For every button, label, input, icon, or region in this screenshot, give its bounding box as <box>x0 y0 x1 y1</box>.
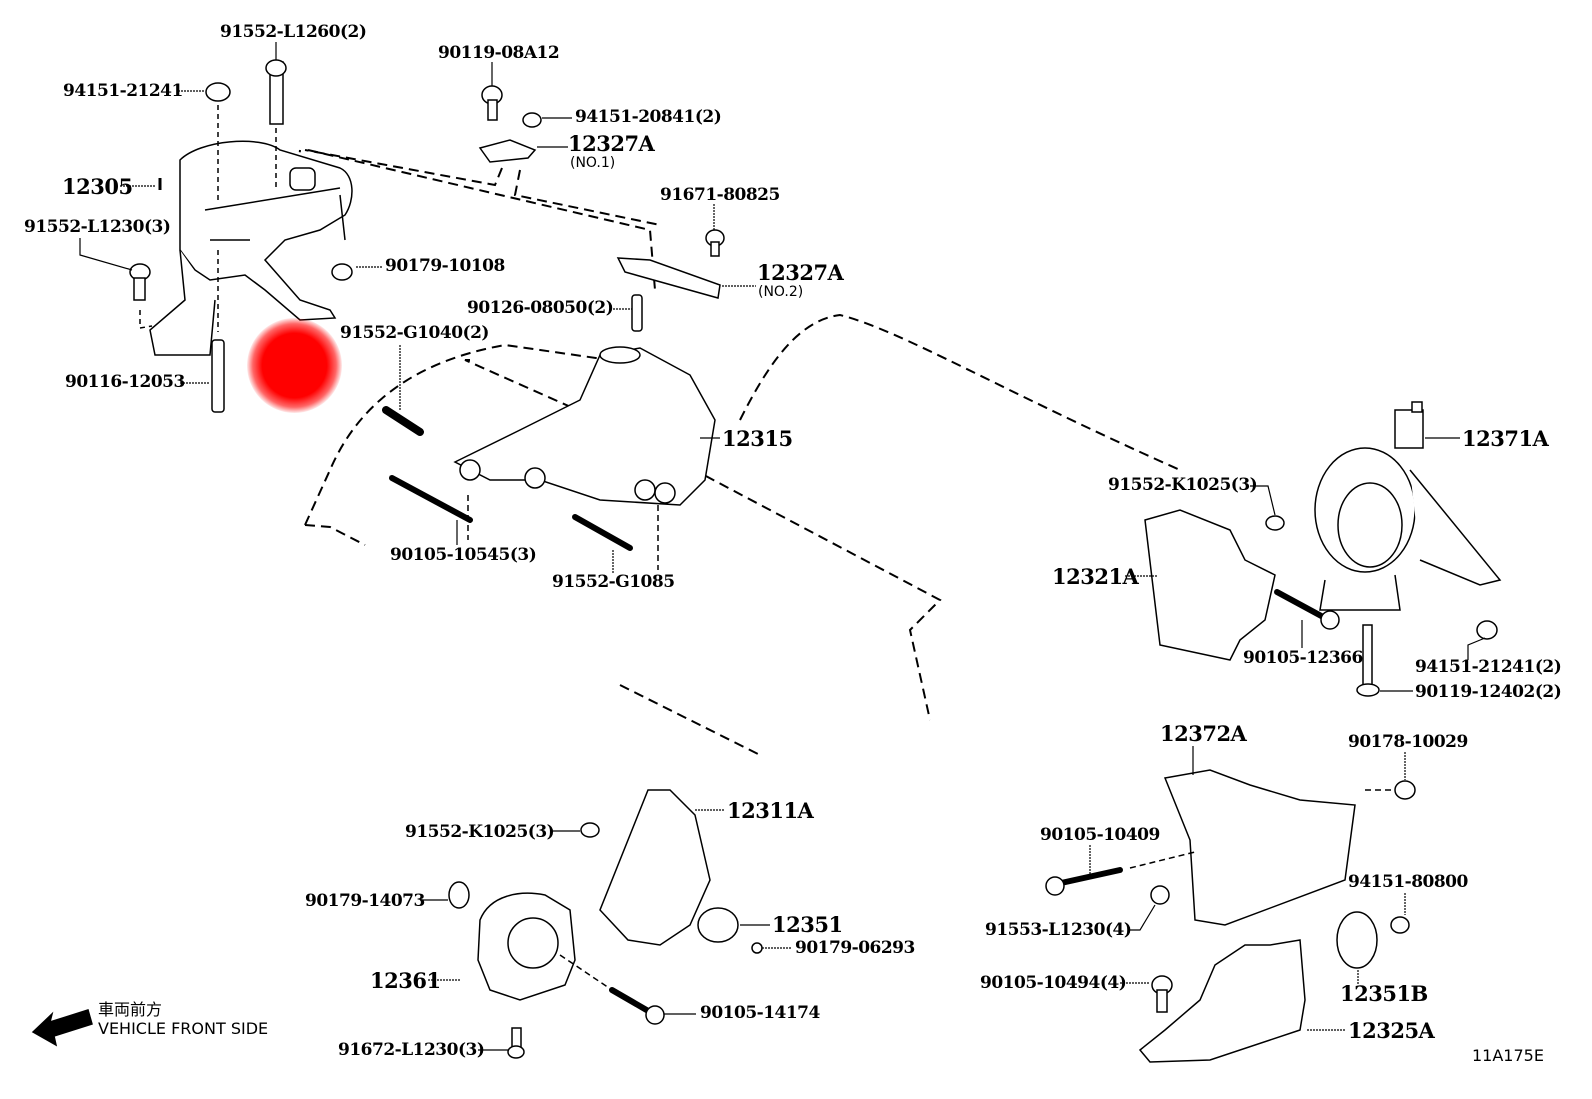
part-label-12305[interactable]: 12305 <box>62 174 133 199</box>
highlight-marker <box>247 318 342 413</box>
mount-12311A-12361 <box>448 789 763 1059</box>
engine-mount-12305 <box>149 140 353 356</box>
part-label-91552-G1040[interactable]: 91552-G1040(2) <box>340 323 489 343</box>
part-label-94151-21241[interactable]: 94151-21241 <box>63 81 183 101</box>
part-label-90179-10108[interactable]: 90179-10108 <box>385 256 505 276</box>
front-note-english: VEHICLE FRONT SIDE <box>98 1019 269 1039</box>
bolts-top-left <box>129 59 353 413</box>
part-label-90178-10029[interactable]: 90178-10029 <box>1348 732 1468 752</box>
mount-12371A-12321A <box>1144 401 1502 697</box>
part-label-90179-14073[interactable]: 90179-14073 <box>305 891 425 911</box>
left-arrow-icon <box>31 1009 93 1047</box>
part-label-90119-12402[interactable]: 90119-12402(2) <box>1415 682 1562 702</box>
part-label-12351[interactable]: 12351 <box>772 912 843 937</box>
vehicle-front-note: 車両前方 VEHICLE FRONT SIDE <box>98 1000 268 1038</box>
part-label-94151-21241-2[interactable]: 94151-21241(2) <box>1415 657 1562 677</box>
part-label-12372A[interactable]: 12372A <box>1160 721 1247 746</box>
part-label-90119-08A12[interactable]: 90119-08A12 <box>438 43 560 63</box>
engine-outline <box>294 149 1181 756</box>
part-label-91553-L1230[interactable]: 91553-L1230(4) <box>985 920 1132 940</box>
part-label-90105-10409[interactable]: 90105-10409 <box>1040 825 1160 845</box>
part-label-91552-G1085[interactable]: 91552-G1085 <box>552 572 675 592</box>
part-label-12371A[interactable]: 12371A <box>1462 426 1549 451</box>
part-label-12361[interactable]: 12361 <box>370 968 441 993</box>
leader-lines <box>79 42 1486 1051</box>
front-note-japanese: 車両前方 <box>98 1000 163 1019</box>
part-sublabel-no2: (NO.2) <box>758 284 804 300</box>
part-label-12321A[interactable]: 12321A <box>1052 564 1139 589</box>
part-label-90105-12366[interactable]: 90105-12366 <box>1243 648 1363 668</box>
part-label-12315[interactable]: 12315 <box>722 426 793 451</box>
bracket-12315 <box>382 346 716 570</box>
part-label-91671-80825[interactable]: 91671-80825 <box>660 185 780 205</box>
part-label-12327A-no1[interactable]: 12327A <box>568 131 655 156</box>
part-label-91552-L1230[interactable]: 91552-L1230(3) <box>24 217 171 237</box>
part-label-90105-10494[interactable]: 90105-10494(4) <box>980 973 1127 993</box>
part-label-12325A[interactable]: 12325A <box>1348 1018 1435 1043</box>
part-label-90105-14174[interactable]: 90105-14174 <box>700 1003 820 1023</box>
part-label-94151-20841[interactable]: 94151-20841(2) <box>575 107 722 127</box>
mount-12372A-12325A <box>1045 769 1416 1063</box>
diagram-code: 11A175E <box>1472 1046 1544 1065</box>
part-label-90105-10545[interactable]: 90105-10545(3) <box>390 545 537 565</box>
part-label-90116-12053[interactable]: 90116-12053 <box>65 372 185 392</box>
part-label-12351B[interactable]: 12351B <box>1340 981 1428 1006</box>
part-label-90179-06293[interactable]: 90179-06293 <box>795 938 915 958</box>
part-label-91672-L1230[interactable]: 91672-L1230(3) <box>338 1040 485 1060</box>
part-label-91552-K1025-right[interactable]: 91552-K1025(3) <box>1108 475 1258 495</box>
part-label-12327A-no2[interactable]: 12327A <box>757 260 844 285</box>
part-label-91552-L1260[interactable]: 91552-L1260(2) <box>220 22 367 42</box>
part-sublabel-no1: (NO.1) <box>570 155 616 171</box>
part-label-91552-K1025-left[interactable]: 91552-K1025(3) <box>405 822 555 842</box>
part-label-12311A[interactable]: 12311A <box>727 798 814 823</box>
brackets-12327A <box>478 85 725 332</box>
part-label-90126-08050[interactable]: 90126-08050(2) <box>467 298 614 318</box>
part-label-94151-80800[interactable]: 94151-80800 <box>1348 872 1468 892</box>
vehicle-front-arrow <box>31 1009 93 1047</box>
